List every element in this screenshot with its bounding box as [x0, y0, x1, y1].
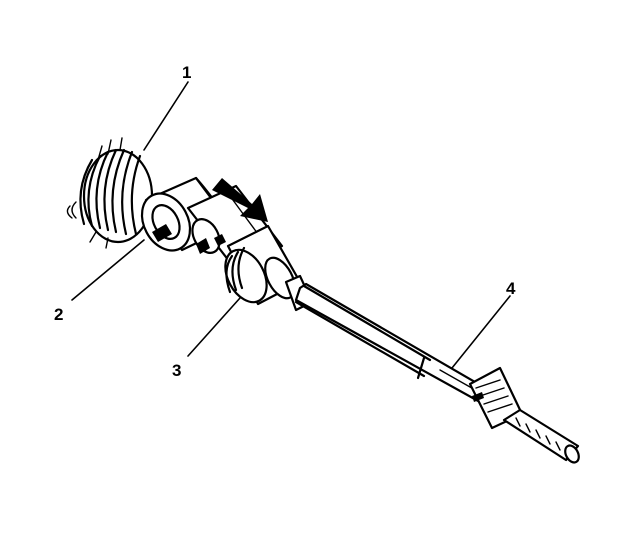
callout-2: 2 [54, 305, 63, 324]
callout-3: 3 [172, 361, 181, 380]
leader-4 [451, 295, 511, 369]
callout-labels: 1 2 3 4 [54, 63, 516, 380]
callout-4: 4 [506, 279, 516, 298]
leader-lines [71, 81, 511, 369]
arrow-down-right-icon [212, 178, 268, 222]
leader-1 [143, 81, 189, 151]
leader-3 [187, 297, 241, 357]
drive-shaft [284, 274, 580, 464]
callout-1: 1 [182, 63, 191, 82]
coil-seal [66, 137, 154, 249]
leader-2 [71, 239, 145, 301]
